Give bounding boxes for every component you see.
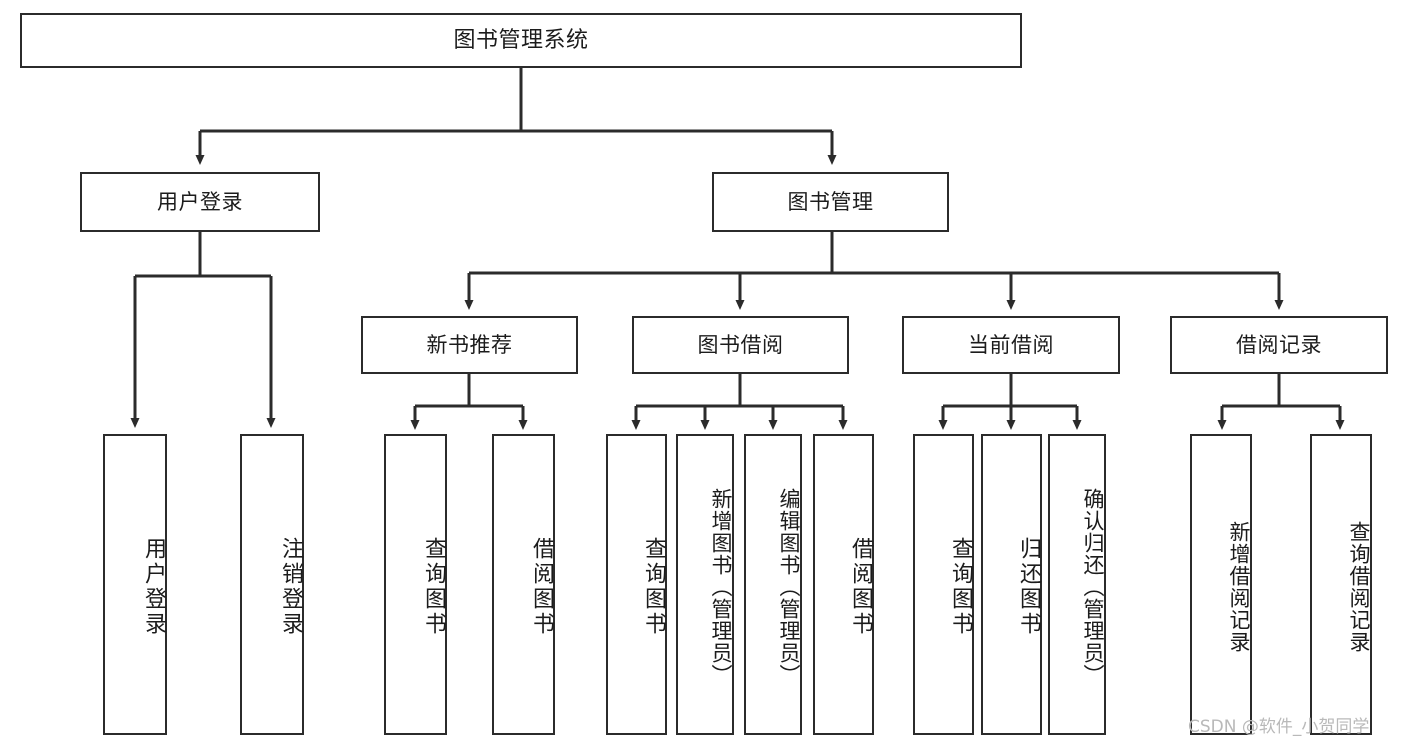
node-label: 新书推荐 xyxy=(426,332,513,357)
node-label: 用户登录 xyxy=(157,189,243,214)
node-root-system[interactable]: 图书管理系统 xyxy=(20,13,1022,68)
leaf-user-login[interactable]: 用户登录 xyxy=(103,434,167,735)
leaf-query-borrow-record[interactable]: 查询借阅记录 xyxy=(1310,434,1372,735)
leaf-add-borrow-record[interactable]: 新增借阅记录 xyxy=(1190,434,1252,735)
node-label: 图书管理系统 xyxy=(453,27,589,53)
leaf-logout[interactable]: 注销登录 xyxy=(240,434,304,735)
csdn-watermark: CSDN @软件_小贺同学 xyxy=(1188,717,1370,737)
leaf-query-book-current[interactable]: 查询图书 xyxy=(913,434,974,735)
node-label: 借阅图书 xyxy=(529,536,554,637)
node-label: 借阅图书 xyxy=(848,536,873,637)
leaf-confirm-return-admin[interactable]: 确认归还（管理员） xyxy=(1048,434,1106,735)
node-label: 用户登录 xyxy=(141,536,166,637)
leaf-query-book-borrow[interactable]: 查询图书 xyxy=(606,434,667,735)
node-label: 查询图书 xyxy=(641,536,666,637)
leaf-add-book-admin[interactable]: 新增图书（管理员） xyxy=(676,434,734,735)
node-new-book-recommend[interactable]: 新书推荐 xyxy=(361,316,578,374)
node-label: 查询图书 xyxy=(948,536,973,637)
node-user-login[interactable]: 用户登录 xyxy=(80,172,320,232)
node-label: 确认归还（管理员） xyxy=(1081,487,1105,686)
node-label: 编辑图书（管理员） xyxy=(777,487,801,686)
node-label: 借阅记录 xyxy=(1236,332,1322,357)
node-label: 注销登录 xyxy=(278,536,303,637)
node-label: 当前借阅 xyxy=(968,332,1054,357)
node-label: 图书借阅 xyxy=(697,332,784,357)
leaf-edit-book-admin[interactable]: 编辑图书（管理员） xyxy=(744,434,802,735)
node-label: 查询图书 xyxy=(421,536,446,637)
node-label: 查询借阅记录 xyxy=(1347,520,1371,653)
node-borrow-record[interactable]: 借阅记录 xyxy=(1170,316,1388,374)
node-label: 归还图书 xyxy=(1016,536,1041,637)
node-book-management[interactable]: 图书管理 xyxy=(712,172,949,232)
node-book-borrow[interactable]: 图书借阅 xyxy=(632,316,849,374)
leaf-query-book-newbook[interactable]: 查询图书 xyxy=(384,434,447,735)
leaf-return-book[interactable]: 归还图书 xyxy=(981,434,1042,735)
node-label: 新增借阅记录 xyxy=(1227,520,1251,653)
node-label: 图书管理 xyxy=(787,189,874,214)
node-label: 新增图书（管理员） xyxy=(709,487,733,686)
node-current-borrow[interactable]: 当前借阅 xyxy=(902,316,1120,374)
leaf-borrow-book[interactable]: 借阅图书 xyxy=(813,434,874,735)
leaf-borrow-book-newbook[interactable]: 借阅图书 xyxy=(492,434,555,735)
